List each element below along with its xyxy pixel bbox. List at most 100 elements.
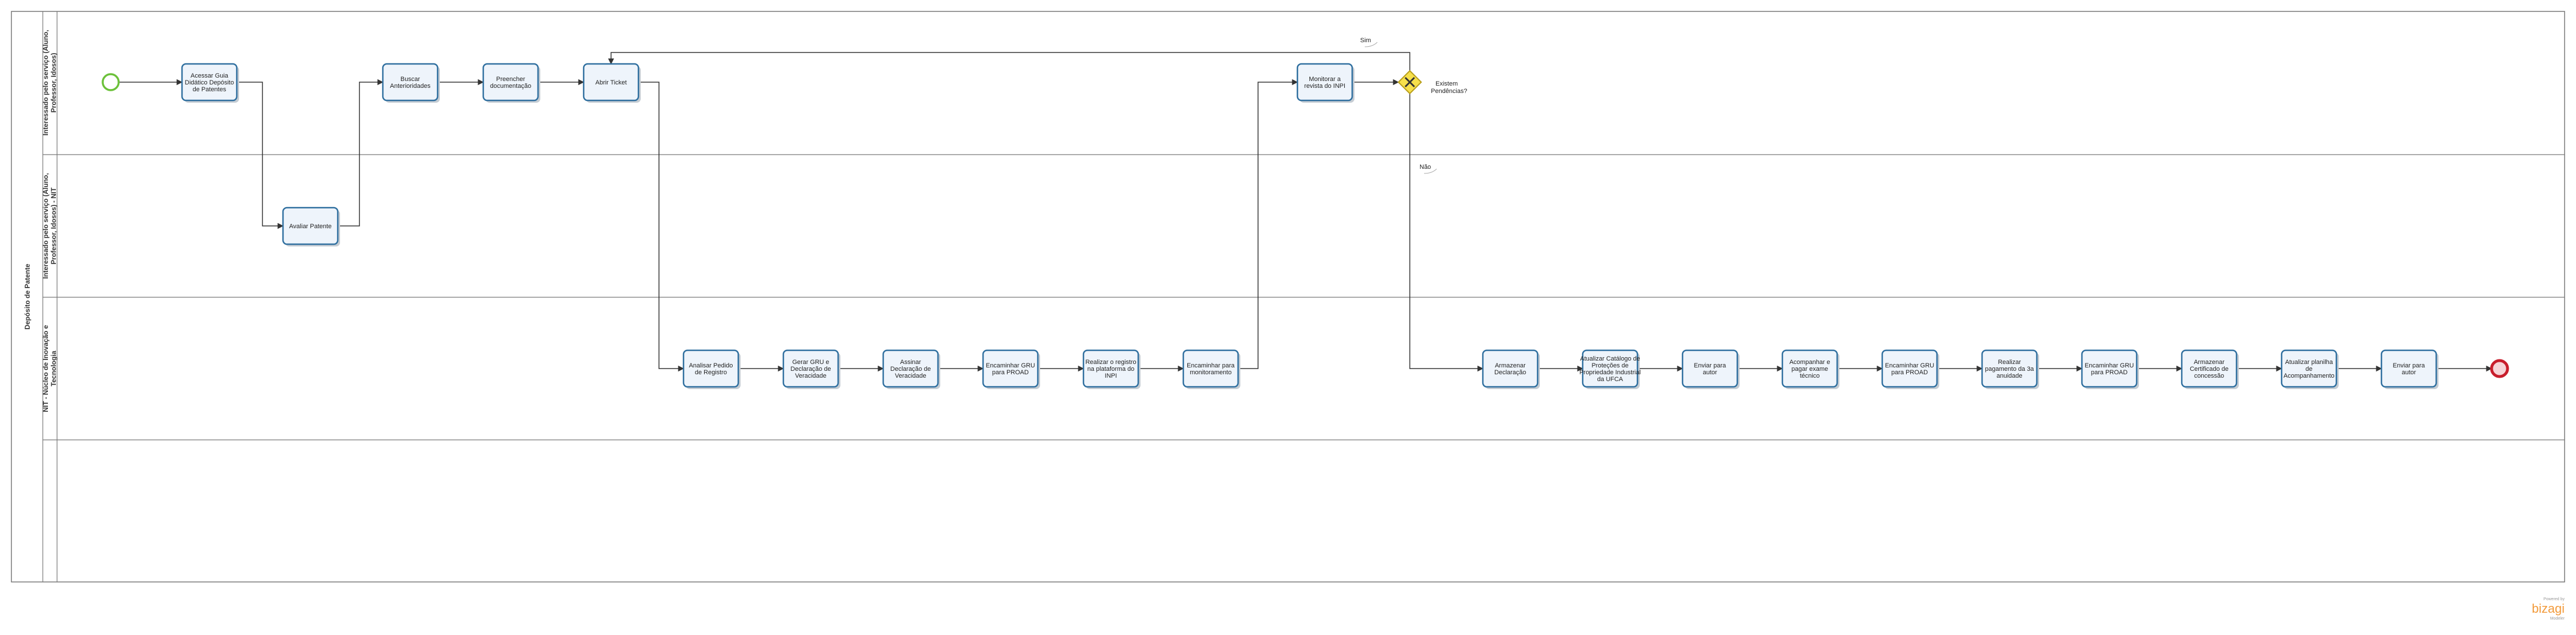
flow-t2-t3[interactable] xyxy=(338,79,384,227)
flow-gateway-yes-t5[interactable] xyxy=(608,52,1410,71)
pool: Depósito de Patente xyxy=(11,11,2565,583)
task-label-line: Enviar para xyxy=(2393,362,2425,369)
task-label-line: monitoramento xyxy=(1190,369,1231,376)
task-box[interactable] xyxy=(583,63,640,102)
task-box[interactable] xyxy=(782,349,839,388)
lane-label-line: Professor, Idosos) xyxy=(50,53,58,113)
task-label-line: autor xyxy=(2401,369,2416,376)
task-label-line: Propriedade Industrial xyxy=(1579,369,1641,376)
task-label-line: Declaração de xyxy=(791,366,831,373)
task-t2[interactable]: Avaliar Patente xyxy=(282,207,340,246)
task-label-line: para PROAD xyxy=(992,369,1029,376)
exclusive-gateway[interactable] xyxy=(1397,70,1422,95)
start-event[interactable] xyxy=(102,73,120,91)
task-box[interactable] xyxy=(1881,349,1938,388)
task-label-line: Avaliar Patente xyxy=(289,223,331,230)
branding-sub: Modeler xyxy=(2550,617,2565,621)
task-box[interactable] xyxy=(882,349,939,388)
task-label-line: pagar exame xyxy=(1792,366,1828,373)
task-label-line: Proteções de xyxy=(1592,362,1629,369)
lane-label-line: Interessado pelo serviço (Aluno, xyxy=(42,30,50,135)
task-box[interactable] xyxy=(2280,349,2338,388)
task-box[interactable] xyxy=(2181,349,2238,388)
task-box[interactable] xyxy=(982,349,1039,388)
lane-label-line: Interessado pelo serviço (Aluno, xyxy=(42,173,50,278)
task-label-line: Encaminhar GRU xyxy=(986,362,1035,369)
task-box[interactable] xyxy=(1981,349,2038,388)
task-label-line: documentação xyxy=(490,83,531,90)
task-label-line: Declaração de xyxy=(891,366,931,373)
branding-name: bizagi xyxy=(2532,601,2565,616)
task-box[interactable] xyxy=(1082,349,1139,388)
task-box[interactable] xyxy=(382,63,439,102)
flow-label-no-tick xyxy=(1424,168,1437,174)
task-t5[interactable]: Abrir Ticket xyxy=(583,63,641,103)
task-label-line: concessão xyxy=(2194,373,2225,379)
task-box[interactable] xyxy=(1681,349,1738,388)
task-label-line: Declaração xyxy=(1494,369,1526,376)
flow-gateway-no-t13[interactable] xyxy=(1409,94,1484,372)
task-label-line: Anterioridades xyxy=(390,83,431,90)
task-label-line: de xyxy=(2306,366,2312,373)
task-box[interactable] xyxy=(282,207,339,245)
task-label-line: da UFCA xyxy=(1597,376,1623,383)
task-label-line: Gerar GRU e xyxy=(792,359,830,366)
task-box[interactable] xyxy=(1182,349,1239,388)
task-box[interactable] xyxy=(2380,349,2437,388)
task-box[interactable] xyxy=(1781,349,1838,388)
task-box[interactable] xyxy=(682,349,739,388)
task-label-line: Enviar para xyxy=(1694,362,1726,369)
task-label-line: INPI xyxy=(1105,373,1117,379)
flow-t1-t2[interactable] xyxy=(237,82,284,229)
task-box[interactable] xyxy=(482,63,539,102)
flow-label-yes: Sim xyxy=(1360,37,1371,44)
task-label-line: Encaminhar para xyxy=(1187,362,1235,369)
task-box[interactable] xyxy=(1296,63,1353,102)
task-box[interactable] xyxy=(2081,349,2138,388)
flow-t11-t12[interactable] xyxy=(1238,79,1299,369)
flow-t5-t6[interactable] xyxy=(638,82,685,372)
task-label-line: Encaminhar GRU xyxy=(1885,362,1934,369)
task-box[interactable] xyxy=(1482,349,1539,388)
task-box[interactable] xyxy=(181,63,238,102)
task-box[interactable] xyxy=(1582,349,1639,388)
lane-label-line: Professor, Idosos) - NIT xyxy=(50,187,58,264)
end-event[interactable] xyxy=(2490,359,2509,378)
task-label-line: técnico xyxy=(1800,373,1820,379)
